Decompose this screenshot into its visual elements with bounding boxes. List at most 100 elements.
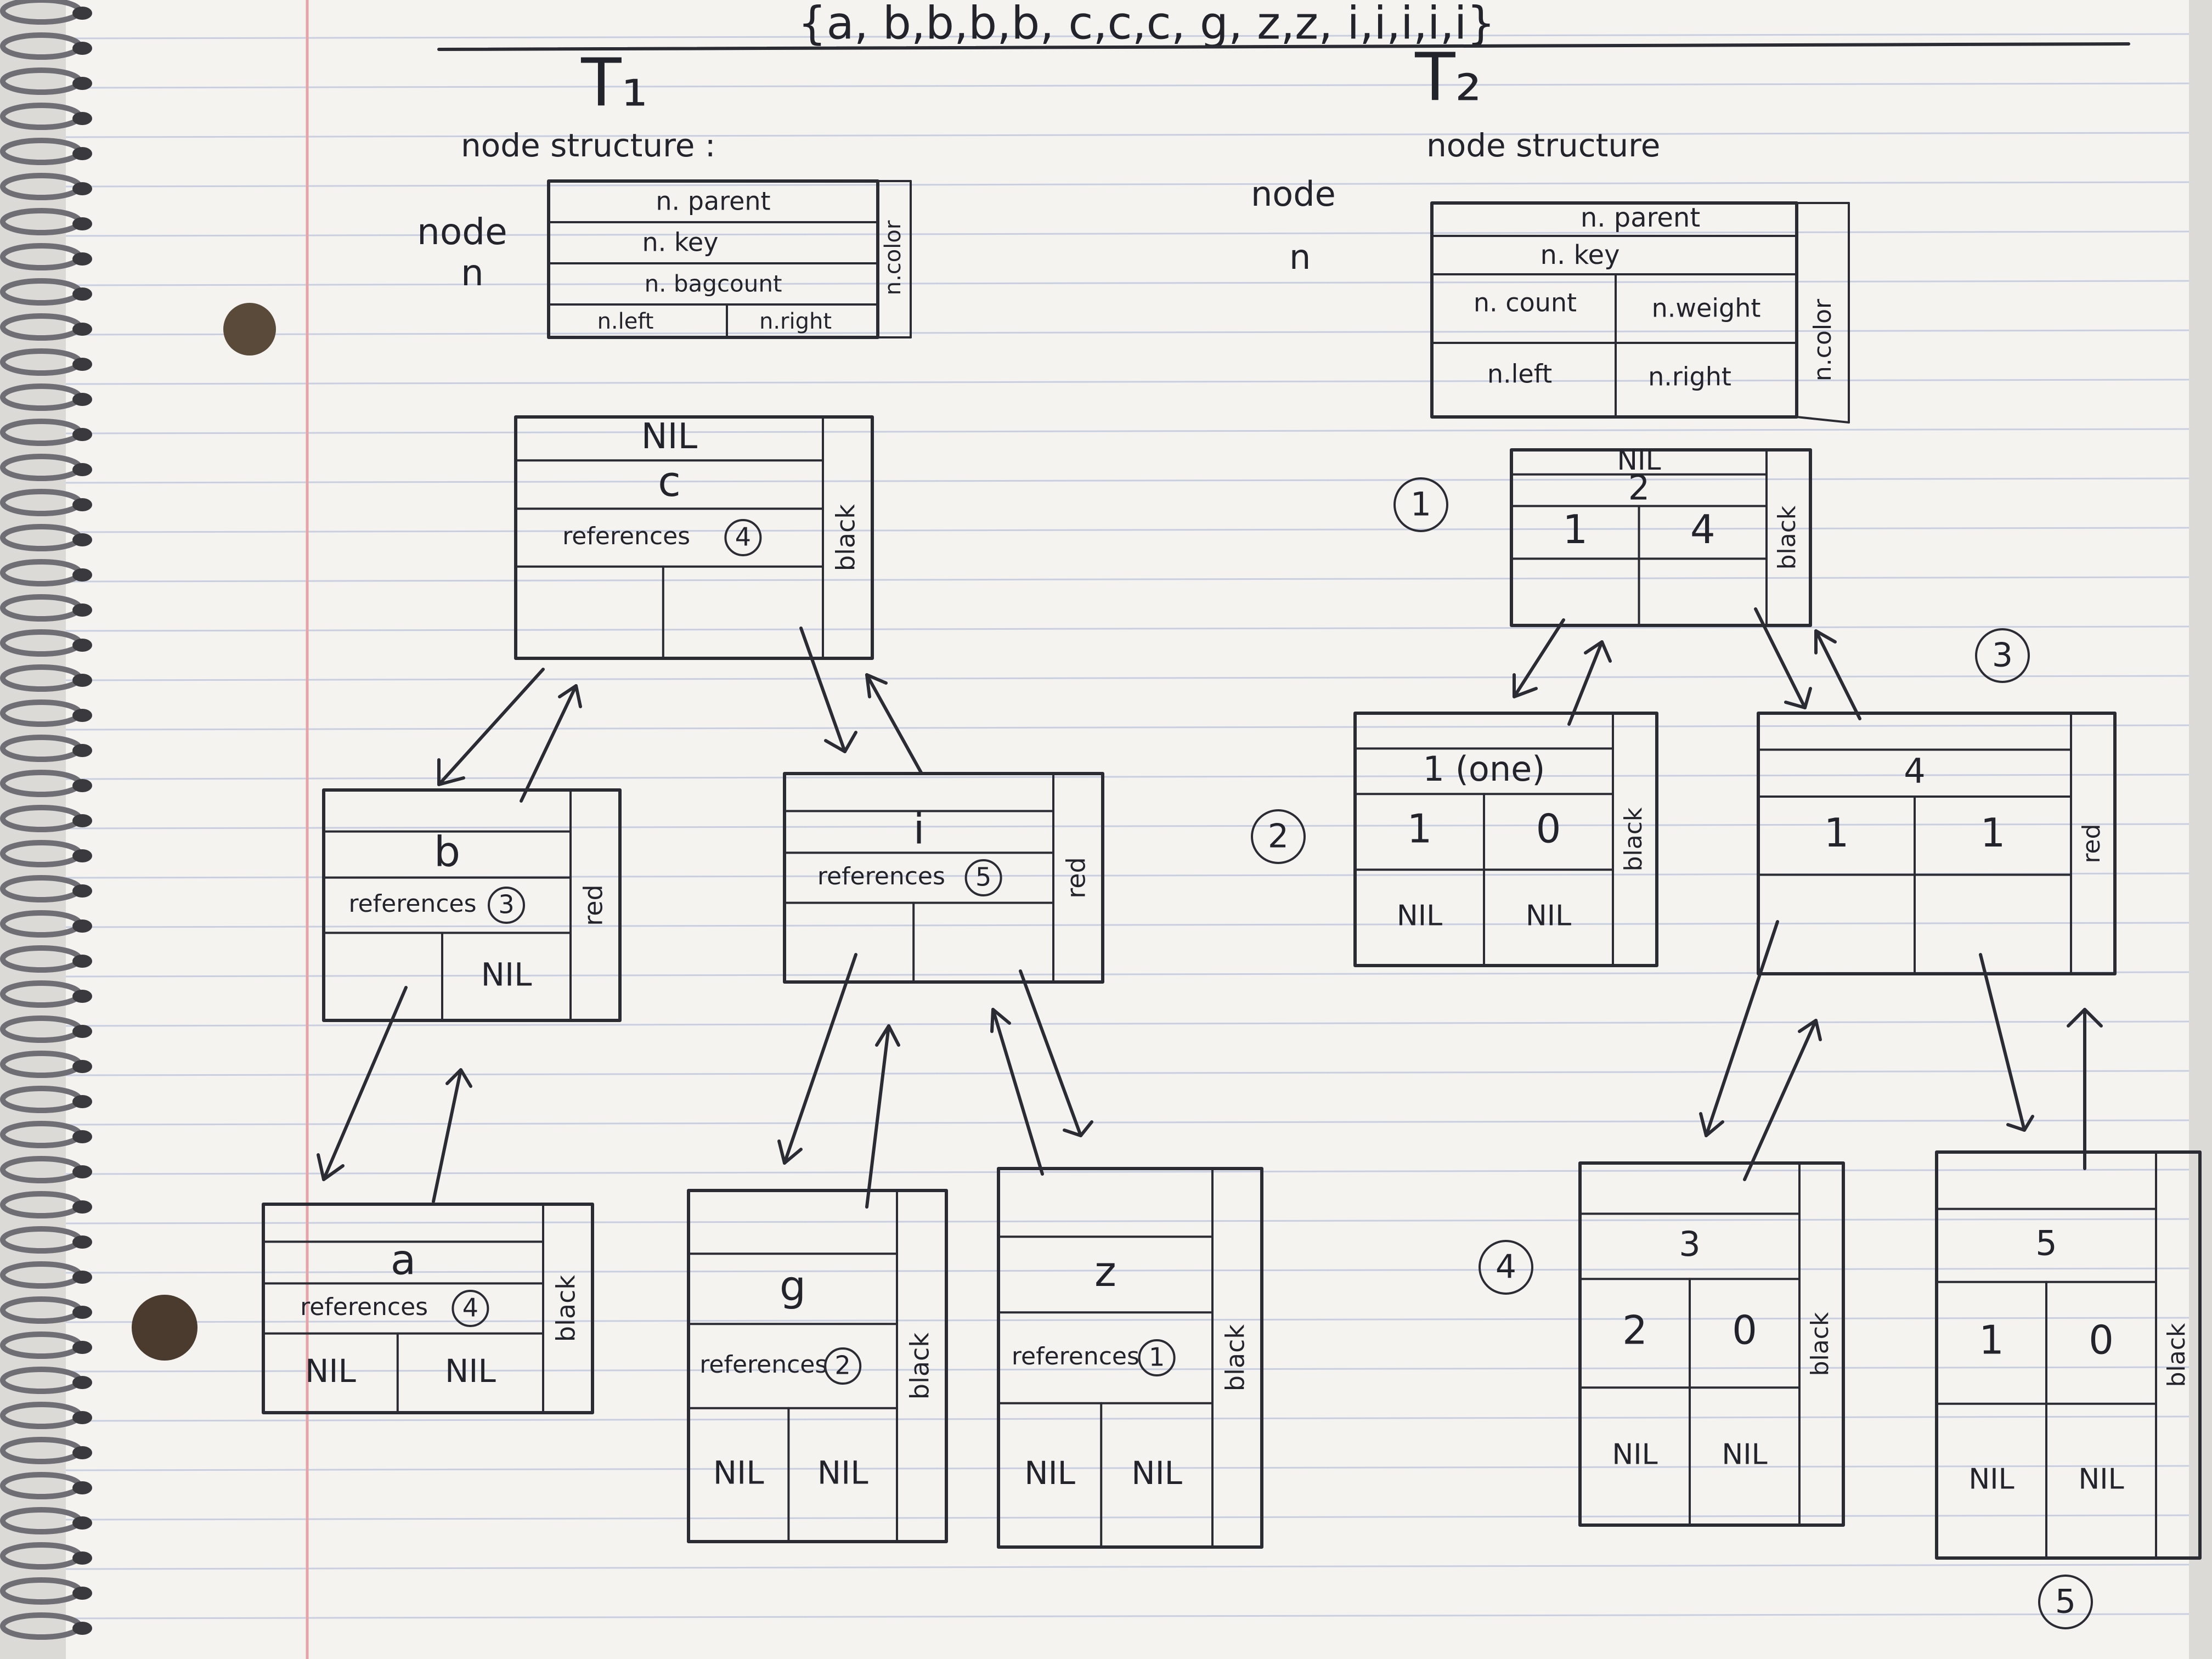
punch-hole-bottom [132, 1295, 198, 1361]
t2-n5-order-mark: 5 [2055, 1583, 2076, 1621]
sequence-text: {a, b,b,b,b, c,c,c, g, z,z, i,i,i,i,i} [798, 0, 1495, 49]
t1-legend-left: n.left [597, 309, 654, 334]
t2-n4-order-circle [1975, 628, 2030, 683]
t1-c-refs-circle [724, 519, 762, 556]
t1-b-key: b [434, 827, 460, 876]
t1-z-left: NIL [1024, 1454, 1075, 1492]
t1-i-key: i [913, 804, 924, 853]
t2-legend-weight: n.weight [1652, 294, 1761, 323]
t1-c-refs-count: 4 [735, 522, 751, 552]
t1-z-refs-circle [1138, 1339, 1176, 1376]
t2-n3-order-circle [1479, 1240, 1533, 1295]
t1-i-color: red [1062, 857, 1091, 898]
t2-n5-weight: 0 [2089, 1317, 2114, 1363]
t2-n2-weight: 4 [1690, 506, 1716, 552]
t1-a-refs-label: references [300, 1293, 428, 1321]
t2-legend-box: n. parent n. key n. count n.weight n.lef… [1430, 201, 1850, 424]
t2-n2-color: black [1773, 505, 1801, 569]
t1-g-color: black [905, 1333, 935, 1400]
t2-n1-key: 1 (one) [1423, 749, 1545, 789]
edge-2-1 [1513, 618, 1565, 698]
t2-n3-count: 2 [1622, 1307, 1647, 1353]
t2-n4-count: 1 [1824, 810, 1849, 856]
t2-n4-key: 4 [1904, 751, 1925, 791]
t1-g-refs-label: references [699, 1351, 827, 1379]
t2-n5-key: 5 [2035, 1223, 2057, 1263]
edge-z-i [991, 1008, 1044, 1176]
edge-c-b [437, 668, 545, 786]
t1-node-label: node [417, 211, 507, 253]
t1-legend-right: n.right [759, 309, 832, 334]
t2-n1-count: 1 [1407, 806, 1432, 852]
t2-node-n4: 4 1 1 red 3 [1757, 628, 2117, 975]
t2-structure-label: node structure [1426, 127, 1660, 164]
t1-z-refs-count: 1 [1149, 1342, 1165, 1372]
t1-i-refs-count: 5 [975, 862, 991, 892]
t1-edges [317, 627, 1093, 1209]
t1-a-color: black [551, 1275, 581, 1342]
t1-a-right: NIL [445, 1352, 496, 1390]
header-underline [437, 42, 2130, 51]
t1-a-left: NIL [305, 1352, 356, 1390]
t1-a-key: a [391, 1235, 416, 1284]
t1-structure-label: node structure : [461, 127, 715, 164]
t1-z-color: black [1221, 1324, 1250, 1391]
t2-n5-count: 1 [1979, 1317, 2004, 1363]
edge-3-4 [1743, 1019, 1818, 1181]
edge-g-i [865, 1024, 890, 1209]
edge-i-g [783, 953, 857, 1165]
edge-b-a [322, 986, 408, 1181]
t1-g-refs-count: 2 [835, 1351, 851, 1380]
t1-legend-bagcount: n. bagcount [645, 270, 782, 297]
t2-n4-weight: 1 [1980, 810, 2006, 856]
t2-legend-key: n. key [1541, 240, 1620, 270]
t1-legend-box: n. parent n. key n. bagcount n.left n.ri… [547, 179, 912, 339]
t1-c-key: c [658, 457, 681, 506]
t1-node-n-label: n [461, 252, 484, 294]
t2-n3-key: 3 [1679, 1224, 1700, 1264]
t2-n5-color: black [2163, 1323, 2191, 1387]
t2-n3-order-mark: 4 [1496, 1248, 1516, 1286]
t1-g-key: g [780, 1261, 806, 1310]
t2-edges [1513, 607, 2103, 1181]
edge-i-c [865, 673, 923, 775]
t2-n1-left: NIL [1397, 900, 1442, 933]
t1-i-refs-label: references [817, 862, 945, 890]
t2-node-n-label: n [1289, 237, 1311, 277]
t2-legend-parent: n. parent [1581, 202, 1700, 233]
t1-z-key: z [1094, 1247, 1116, 1296]
edge-4-5 [1979, 953, 2026, 1132]
t2-n2-count: 1 [1562, 506, 1588, 552]
t1-c-refs-label: references [562, 522, 690, 550]
t1-legend-key: n. key [642, 228, 719, 257]
t2-n3-weight: 0 [1732, 1307, 1757, 1353]
t1-c-parent: NIL [641, 416, 698, 457]
edge-1-2 [1567, 640, 1604, 726]
t1-g-left: NIL [713, 1454, 764, 1492]
t2-n4-order-mark: 3 [1992, 636, 2013, 675]
t2-n1-color: black [1620, 807, 1647, 871]
t2-n4-color: red [2078, 823, 2106, 863]
t1-b-right: NIL [481, 956, 532, 993]
t2-n5-right: NIL [2078, 1463, 2124, 1496]
t2-n2-order-mark: 1 [1410, 486, 1431, 524]
edge-a-b [432, 1068, 462, 1203]
t2-n2-parent: NIL [1617, 444, 1661, 476]
t1-b-refs-label: references [348, 890, 476, 918]
edge-4-3 [1705, 920, 1779, 1137]
t1-g-refs-circle [824, 1347, 862, 1385]
t1-node-i: i references 5 red [783, 772, 1104, 984]
t1-title: T₁ [580, 46, 647, 122]
edge-4-2 [1814, 629, 1861, 720]
t2-n1-order-circle [1251, 809, 1306, 864]
t1-legend-parent: n. parent [656, 187, 770, 216]
t2-n2-order-circle [1393, 477, 1448, 532]
edge-i-z [1019, 969, 1082, 1137]
